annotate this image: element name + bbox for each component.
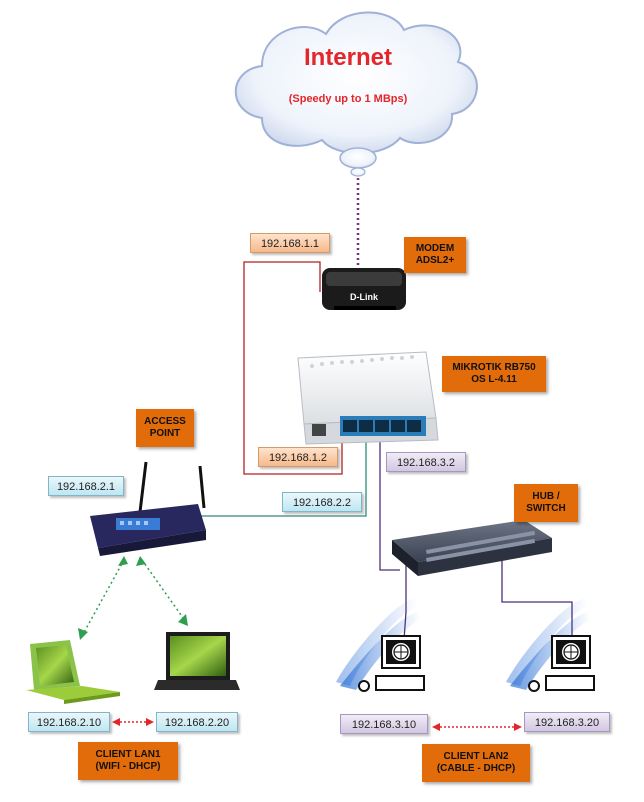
modem-tag-line1: MODEM [415,243,455,254]
cloud-subtitle: (Speedy up to 1 MBps) [288,93,408,105]
ip-label-pc1: 192.168.3.10 [340,714,428,734]
laptop-dark [154,632,240,690]
modem-tag: MODEM ADSL2+ [404,237,466,273]
internet-cloud [234,11,478,177]
laptop-green [26,640,120,704]
access-point-tag: ACCESS POINT [136,409,194,447]
access-point-device [90,461,206,556]
ip-label-access-point: 192.168.2.1 [48,476,124,496]
ip-label-laptop2: 192.168.2.20 [156,712,238,732]
cloud-title: Internet [303,44,392,71]
modem-tag-line2: ADSL2+ [415,255,455,266]
ip-label-pc2: 192.168.3.20 [524,712,610,732]
hub-tag-line2: SWITCH [526,503,566,514]
client-lan2-tag-line1: CLIENT LAN2 [443,751,509,762]
access-point-tag-line2: POINT [149,428,181,439]
client-lan1-tag-line2: (WIFI - DHCP) [95,761,161,772]
wan-line [243,261,343,475]
client-lan2-tag: CLIENT LAN2 (CABLE - DHCP) [422,744,530,782]
lan2-client-link [432,723,522,731]
hub-tag-line1: HUB / [532,491,560,502]
ip-label-modem: 192.168.1.1 [250,233,330,253]
ip-label-mikrotik-lan2: 192.168.3.2 [386,452,466,472]
lan1-line [200,422,367,517]
pc-icon-1 [336,598,425,692]
mikrotik-tag-line1: MIKROTIK RB750 [452,362,536,373]
ip-label-laptop1: 192.168.2.10 [28,712,110,732]
access-point-tag-line1: ACCESS [144,416,186,427]
lan1-client-link [112,718,154,726]
hub-switch-device [392,520,552,576]
hub-pc2-line [501,560,573,640]
client-lan2-tag-line2: (CABLE - DHCP) [436,763,516,774]
wifi-links [81,559,187,637]
mikrotik-tag-line2: OS L-4.11 [471,374,517,385]
mikrotik-tag: MIKROTIK RB750 OS L-4.11 [442,356,546,392]
pc-icon-2 [506,598,595,692]
wifi-arrowheads [78,556,188,640]
modem-logo-text: D-Link [350,292,379,302]
client-lan1-tag-line1: CLIENT LAN1 [95,749,161,760]
lan2-line [379,422,400,571]
client-lan1-tag: CLIENT LAN1 (WIFI - DHCP) [78,742,178,780]
modem-device: D-Link [322,268,406,310]
mikrotik-device [297,351,439,445]
ip-label-mikrotik-lan1: 192.168.2.2 [282,492,362,512]
hub-tag: HUB / SWITCH [514,484,578,522]
ip-label-mikrotik-wan: 192.168.1.2 [258,447,338,467]
